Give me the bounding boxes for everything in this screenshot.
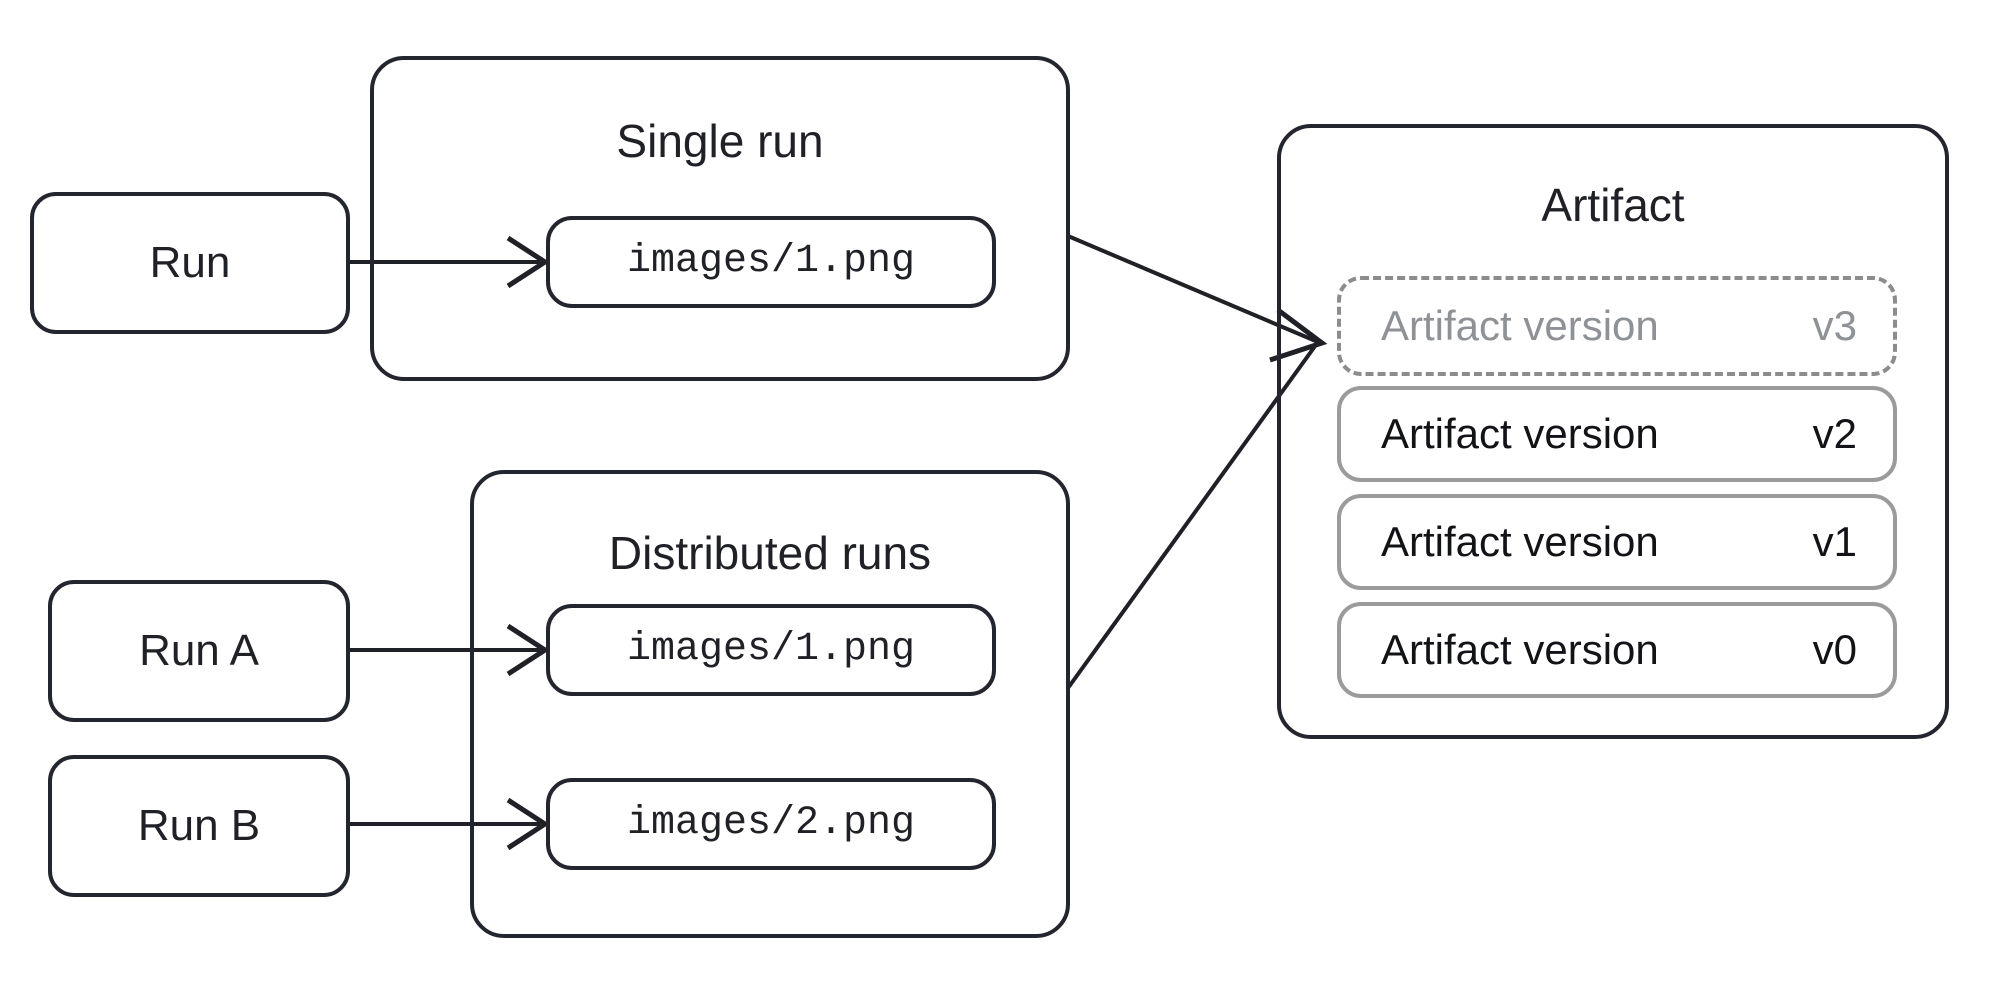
- artifact-version-tag-v1: v1: [1812, 518, 1857, 565]
- artifact-version-row-v2[interactable]: Artifact version v2: [1337, 386, 1897, 482]
- distributed-file-b-node[interactable]: images/2.png: [546, 778, 996, 870]
- artifact-panel-title: Artifact: [1541, 179, 1685, 231]
- artifact-version-row-v1[interactable]: Artifact version v1: [1337, 494, 1897, 590]
- artifact-version-row-v0[interactable]: Artifact version v0: [1337, 602, 1897, 698]
- artifact-version-tag-v3: v3: [1812, 302, 1857, 349]
- single-run-file-label: images/1.png: [626, 239, 916, 284]
- artifact-version-label-v3: Artifact version: [1381, 302, 1659, 349]
- distributed-runs-group-title: Distributed runs: [608, 527, 932, 579]
- single-run-group-title: Single run: [616, 115, 824, 167]
- run-a-node-label: Run A: [139, 626, 259, 675]
- distributed-file-a-node[interactable]: images/1.png: [546, 604, 996, 696]
- run-b-node[interactable]: Run B: [48, 755, 350, 897]
- run-b-node-label: Run B: [137, 801, 261, 850]
- artifact-version-row-v3[interactable]: Artifact version v3: [1337, 276, 1897, 376]
- run-node-label: Run: [149, 238, 231, 287]
- distributed-file-b-label: images/2.png: [626, 801, 916, 846]
- artifact-version-label-v2: Artifact version: [1381, 410, 1659, 457]
- artifact-version-tag-v0: v0: [1812, 626, 1857, 673]
- run-a-node[interactable]: Run A: [48, 580, 350, 722]
- artifact-version-label-v0: Artifact version: [1381, 626, 1659, 673]
- artifact-version-tag-v2: v2: [1812, 410, 1857, 457]
- distributed-runs-group: [470, 470, 1070, 938]
- single-run-group: [370, 56, 1070, 381]
- distributed-file-a-label: images/1.png: [626, 627, 916, 672]
- artifact-version-label-v1: Artifact version: [1381, 518, 1659, 565]
- artifact-panel: Artifact Artifact version v3 Artifact ve…: [1277, 124, 1949, 739]
- single-run-file-node[interactable]: images/1.png: [546, 216, 996, 308]
- run-node[interactable]: Run: [30, 192, 350, 334]
